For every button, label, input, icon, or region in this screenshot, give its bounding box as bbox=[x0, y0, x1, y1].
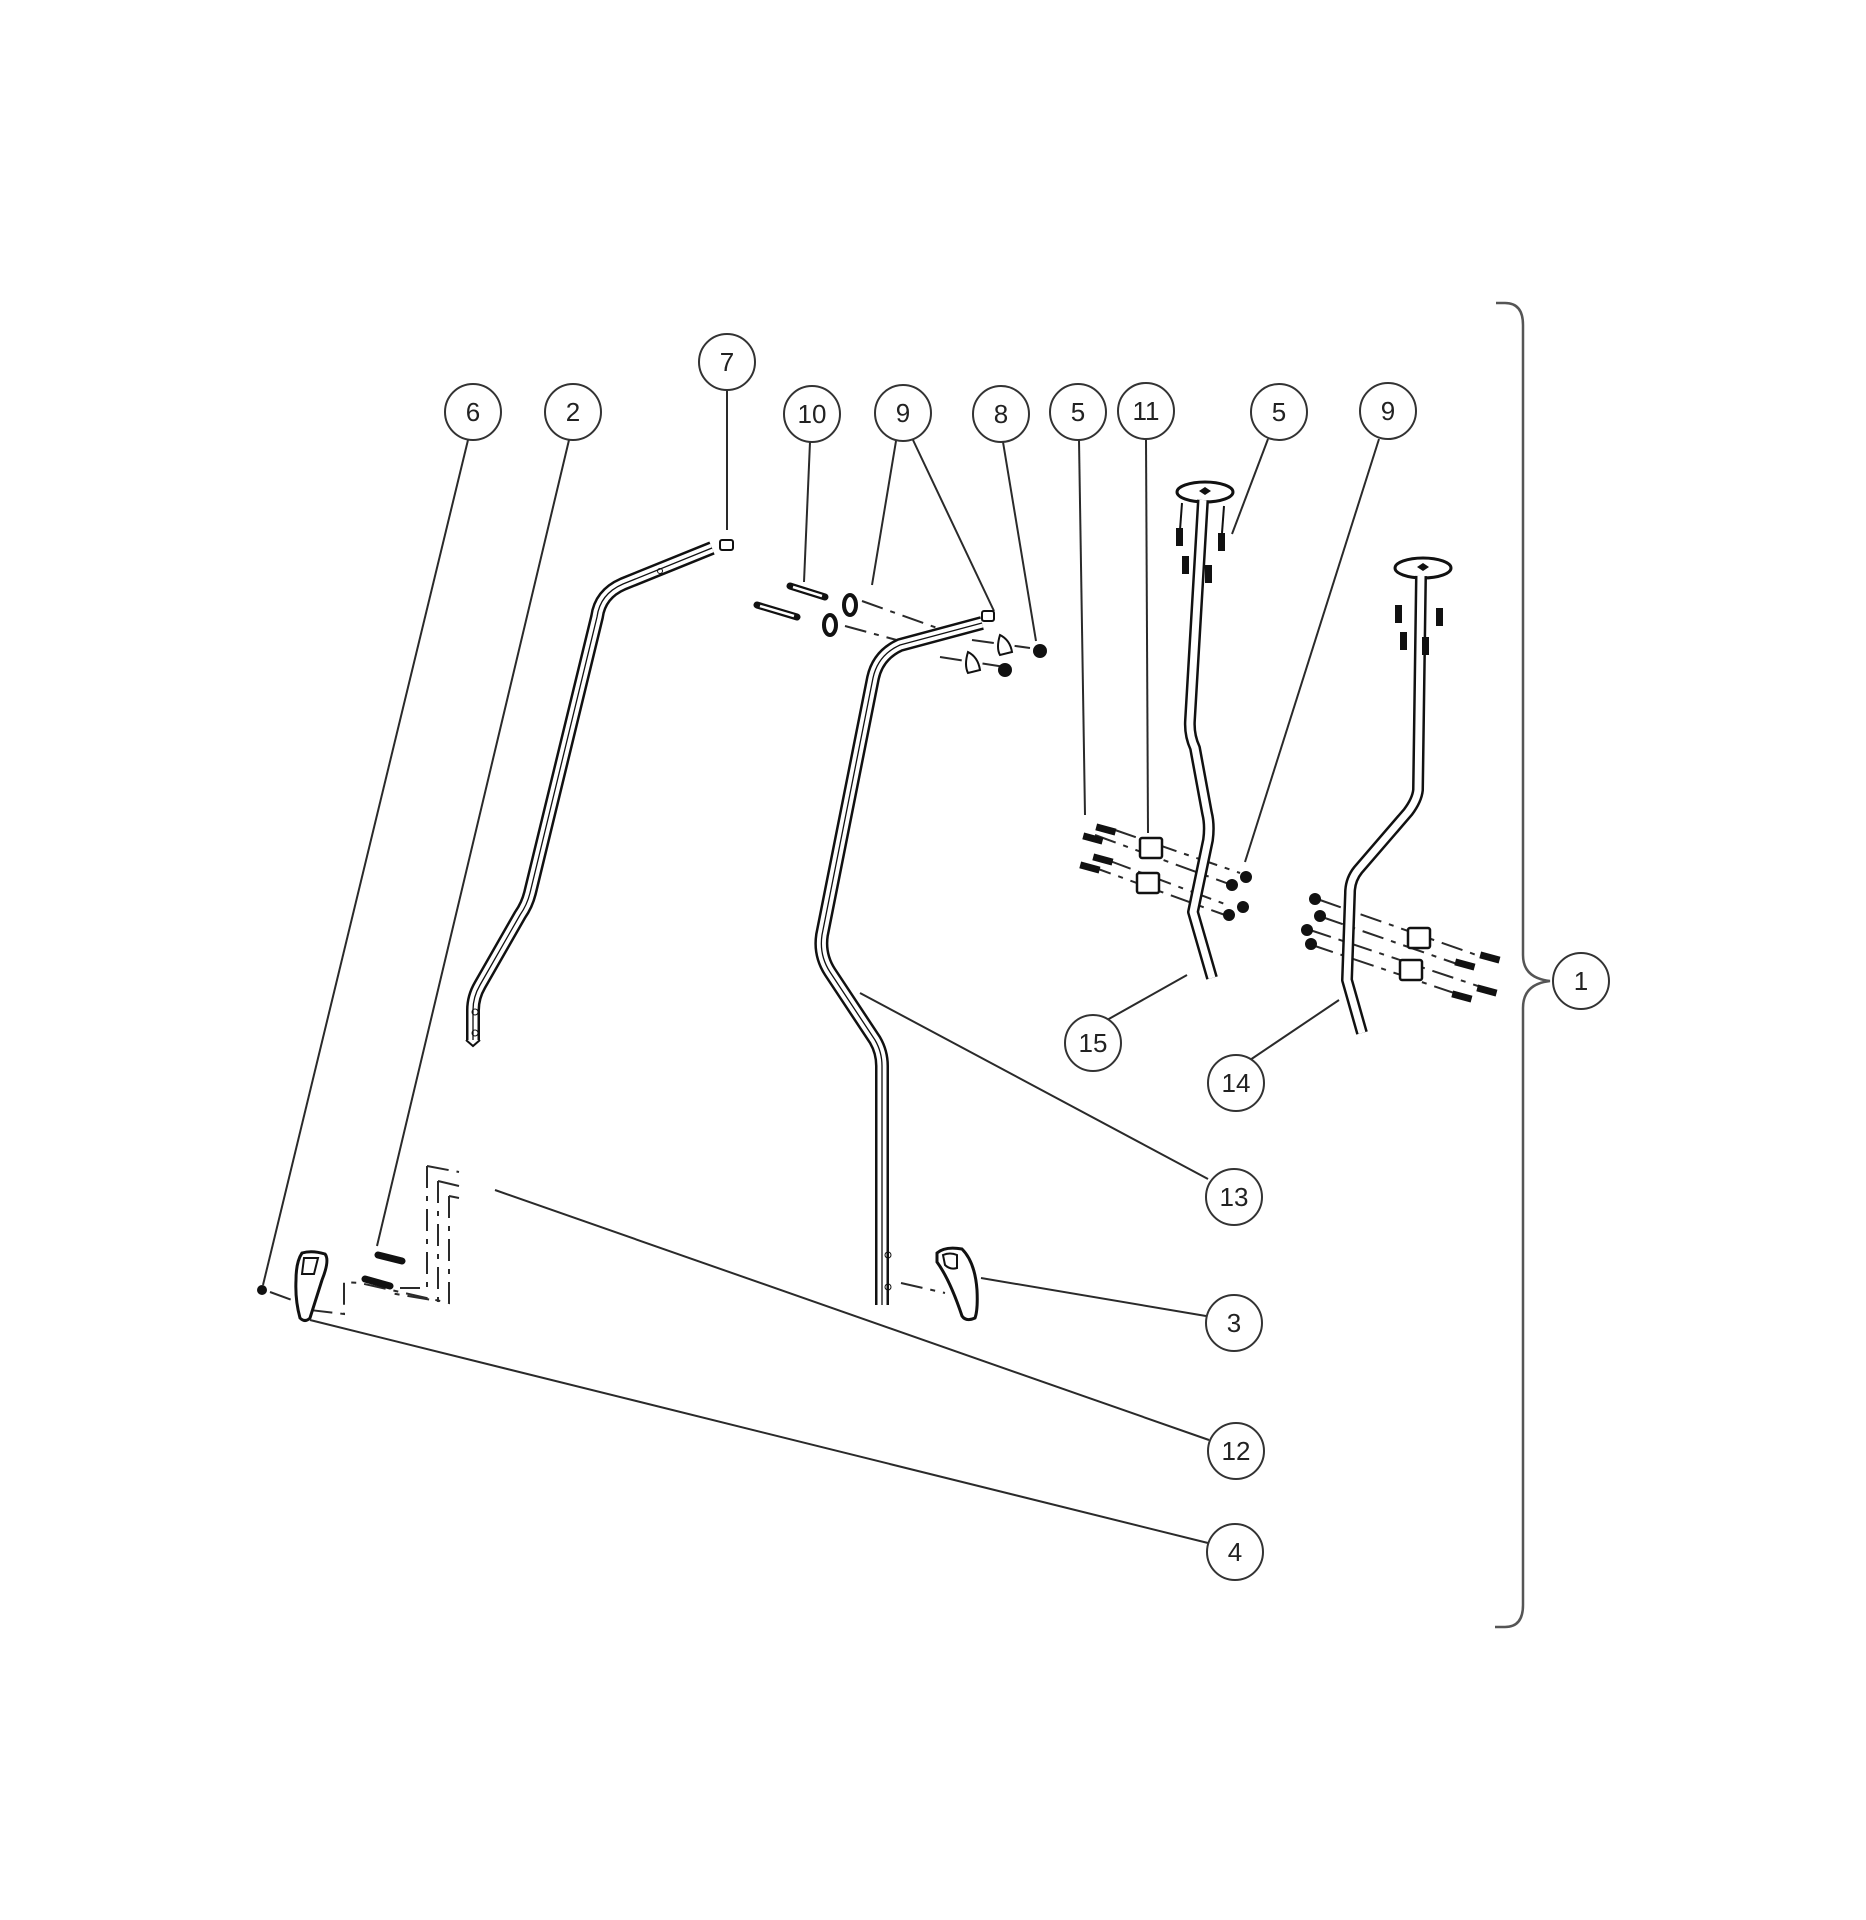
callout-10: 10 bbox=[783, 385, 841, 443]
callout-15: 15 bbox=[1064, 1014, 1122, 1072]
part-5-screws-lower bbox=[1079, 823, 1117, 874]
svg-text:9: 9 bbox=[1381, 396, 1395, 426]
callout-5b: 5 bbox=[1250, 383, 1308, 441]
callout-5a: 5 bbox=[1049, 383, 1107, 441]
svg-text:15: 15 bbox=[1079, 1028, 1108, 1058]
part-4-end-cap bbox=[294, 1250, 329, 1322]
callout-3: 3 bbox=[1205, 1294, 1263, 1352]
svg-text:8: 8 bbox=[994, 399, 1008, 429]
callout-4: 4 bbox=[1206, 1523, 1264, 1581]
svg-text:11: 11 bbox=[1133, 396, 1160, 426]
svg-text:10: 10 bbox=[798, 399, 827, 429]
part-6-nut bbox=[257, 1285, 267, 1295]
part-2-bolts bbox=[361, 1251, 406, 1290]
svg-text:4: 4 bbox=[1228, 1537, 1242, 1567]
part-13-right-bow-tube bbox=[814, 610, 995, 1305]
svg-text:13: 13 bbox=[1220, 1182, 1249, 1212]
svg-text:5: 5 bbox=[1071, 397, 1085, 427]
svg-text:9: 9 bbox=[896, 398, 910, 428]
assembly-bracket bbox=[1495, 301, 1551, 1629]
svg-text:2: 2 bbox=[566, 397, 580, 427]
callout-11: 11 bbox=[1117, 382, 1175, 440]
part-11-clamp-brackets bbox=[1135, 836, 1164, 895]
part-14-mounting-post bbox=[1301, 556, 1501, 1035]
callout-6: 6 bbox=[444, 383, 502, 441]
svg-text:7: 7 bbox=[720, 347, 734, 377]
part-12-left-bow-tube bbox=[465, 541, 715, 1048]
part-15-mounting-post bbox=[1175, 480, 1235, 980]
callout-8: 8 bbox=[972, 385, 1030, 443]
callout-1: 1 bbox=[1552, 952, 1610, 1010]
svg-text:14: 14 bbox=[1222, 1068, 1251, 1098]
callout-13: 13 bbox=[1205, 1168, 1263, 1226]
part-10-bolts bbox=[753, 582, 829, 621]
svg-text:3: 3 bbox=[1227, 1308, 1241, 1338]
callout-9b: 9 bbox=[1359, 382, 1417, 440]
callout-14: 14 bbox=[1207, 1054, 1265, 1112]
part-9-washers bbox=[822, 593, 1014, 675]
part-5-screws-post-14 bbox=[1395, 605, 1443, 655]
part-7-end-plug bbox=[719, 539, 734, 551]
part-5-screws-upper bbox=[1176, 502, 1225, 583]
svg-text:5: 5 bbox=[1272, 397, 1286, 427]
callout-12: 12 bbox=[1207, 1422, 1265, 1480]
part-6-nuts-post-15 bbox=[1223, 871, 1252, 921]
leader-lines bbox=[262, 390, 1380, 1544]
part-8-lock-nuts bbox=[998, 644, 1047, 677]
callout-2: 2 bbox=[544, 383, 602, 441]
svg-text:6: 6 bbox=[466, 397, 480, 427]
svg-text:12: 12 bbox=[1222, 1436, 1251, 1466]
svg-text:1: 1 bbox=[1574, 966, 1588, 996]
callout-7: 7 bbox=[698, 333, 756, 391]
callout-9a: 9 bbox=[874, 384, 932, 442]
